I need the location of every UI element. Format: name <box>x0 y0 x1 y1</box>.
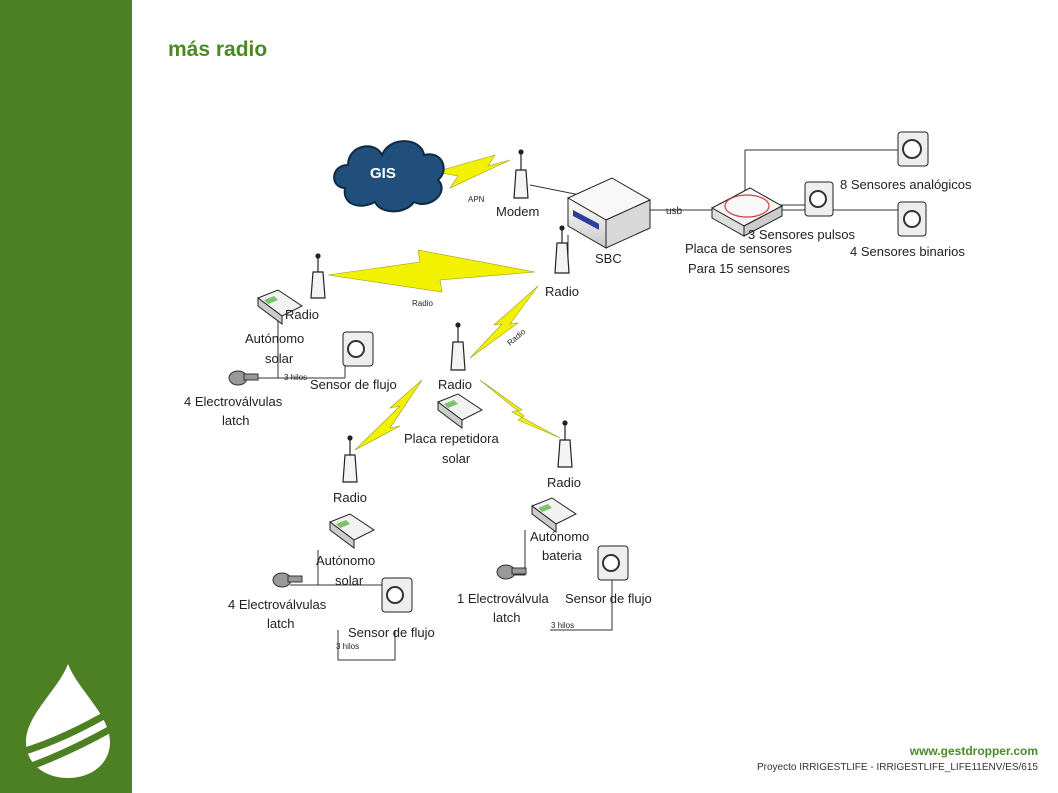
br-bateria-label: bateria <box>542 548 583 563</box>
network-diagram: GIS <box>184 131 972 661</box>
usb-label: usb <box>666 206 683 217</box>
sbc-antenna-icon <box>554 225 570 274</box>
bl-valve-icon <box>272 572 303 588</box>
page-title: más radio <box>168 38 268 61</box>
br-flow-label: Sensor de flujo <box>565 591 652 606</box>
left-radio-label: Radio <box>285 307 319 322</box>
bolt-rep-left <box>354 379 423 451</box>
sbc-label: SBC <box>595 251 622 266</box>
pulse-sensors-label: 3 Sensores pulsos <box>748 227 855 242</box>
bl-radio-label: Radio <box>333 490 367 505</box>
bl-autonomo-icon <box>328 513 375 549</box>
br-hilos-label: 3 hilos <box>551 621 574 630</box>
wires <box>250 149 900 661</box>
br-autonomo-icon <box>530 497 577 533</box>
placa-line2: Para 15 sensores <box>688 261 790 276</box>
left-solar-label: solar <box>265 351 294 366</box>
gis-cloud-icon: GIS <box>333 140 445 213</box>
rep-radio-label: Radio <box>438 377 472 392</box>
bl-latch-label: latch <box>267 616 294 631</box>
binary-sensors-label: 4 Sensores binarios <box>850 244 965 259</box>
left-autonomo-icon <box>256 289 303 325</box>
bolt-mid <box>469 285 539 359</box>
bl-solar-label: solar <box>335 573 364 588</box>
br-antenna-icon <box>557 420 573 468</box>
bl-flow-label: Sensor de flujo <box>348 625 435 640</box>
bolt-left <box>327 249 536 293</box>
left-flow-label: Sensor de flujo <box>310 377 397 392</box>
sbc-box-icon <box>566 177 652 249</box>
br-flow-sensor-icon <box>597 545 629 581</box>
left-antenna-icon <box>310 253 326 299</box>
gis-label: GIS <box>370 165 396 182</box>
board-icons <box>256 289 577 549</box>
left-valves-label: 4 Electroválvulas <box>184 394 283 409</box>
sensor-icons <box>342 131 929 613</box>
sidebar <box>0 0 132 793</box>
bl-flow-sensor-icon <box>381 577 413 613</box>
rep-line1: Placa repetidora <box>404 431 499 446</box>
rep-antenna-icon <box>450 322 466 371</box>
left-flow-sensor-icon <box>342 331 374 367</box>
br-autonomo-label: Autónomo <box>530 529 589 544</box>
rep-board-icon <box>436 393 483 429</box>
antennas <box>310 149 573 483</box>
br-valve-label: 1 Electroválvula <box>457 591 550 606</box>
placa-line1: Placa de sensores <box>685 241 792 256</box>
footer-url[interactable]: www.gestdropper.com <box>909 744 1038 758</box>
bl-antenna-icon <box>342 435 358 483</box>
drop-logo-icon <box>20 664 118 778</box>
br-valve-icon <box>496 564 527 580</box>
footer-project: Proyecto IRRIGESTLIFE - IRRIGESTLIFE_LIF… <box>756 762 1038 773</box>
radio-link-a-label: Radio <box>412 299 433 308</box>
apn-label: APN <box>468 195 485 204</box>
bl-hilos-label: 3 hilos <box>336 642 359 651</box>
valve-icons <box>228 370 527 588</box>
bl-autonomo-label: Autónomo <box>316 553 375 568</box>
left-latch-label: latch <box>222 413 249 428</box>
br-latch-label: latch <box>493 610 520 625</box>
modem-label: Modem <box>496 204 539 219</box>
rep-line2: solar <box>442 451 471 466</box>
analog-sensor-icon <box>897 131 929 167</box>
left-hilos-label: 3 hilos <box>284 373 307 382</box>
analog-sensors-label: 8 Sensores analógicos <box>840 177 972 192</box>
radio-main-label: Radio <box>545 284 579 299</box>
pulse-sensor-icon <box>804 181 834 217</box>
sensor-board-icon <box>710 187 784 237</box>
radio-links <box>327 154 561 451</box>
br-radio-label: Radio <box>547 475 581 490</box>
modem-antenna-icon <box>513 149 529 199</box>
left-autonomo-label: Autónomo <box>245 331 304 346</box>
bolt-apn <box>434 154 511 189</box>
binary-sensor-icon <box>897 201 927 237</box>
bolt-rep-right <box>479 379 561 439</box>
left-valve-icon <box>228 370 259 386</box>
bl-valves-label: 4 Electroválvulas <box>228 597 327 612</box>
